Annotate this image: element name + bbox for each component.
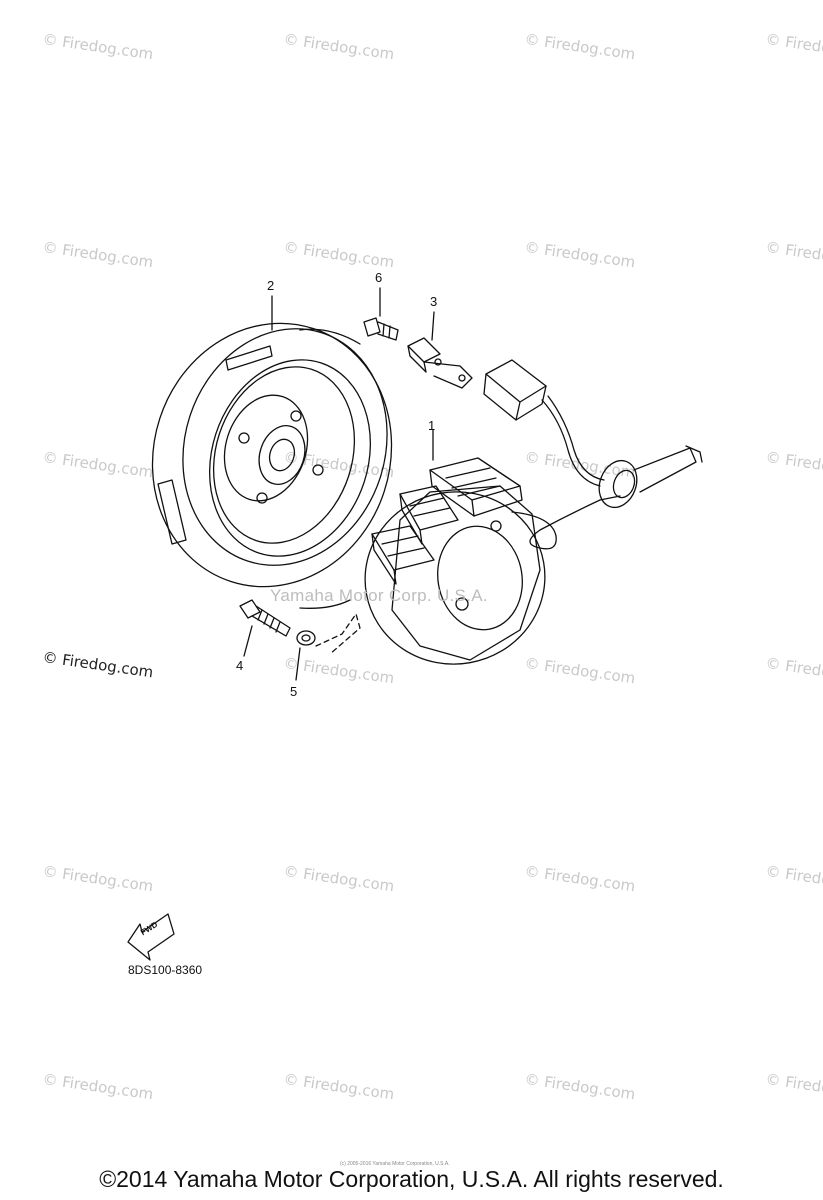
screw-part-4 bbox=[239, 599, 291, 637]
coupler-and-lead-wire bbox=[483, 359, 703, 509]
bolt-part-6 bbox=[363, 317, 399, 341]
washer-part-5 bbox=[296, 630, 316, 646]
fine-print: (c) 2005-2016 Yamaha Motor Corporation, … bbox=[340, 1161, 450, 1167]
callout-number: 5 bbox=[290, 684, 298, 699]
rotor-part-2 bbox=[151, 322, 393, 609]
pickup-coil-part-3 bbox=[407, 337, 473, 389]
callout-number: 4 bbox=[236, 658, 244, 673]
callout-number: 2 bbox=[267, 278, 275, 293]
callout-number: 6 bbox=[375, 270, 383, 285]
diagram-code: 8DS100-8360 bbox=[128, 963, 203, 977]
fwd-arrow-icon bbox=[127, 913, 175, 961]
stator-part-1 bbox=[364, 457, 601, 665]
callout-number: 3 bbox=[430, 294, 438, 309]
callout-number: 1 bbox=[428, 418, 436, 433]
center-watermark: Yamaha Motor Corp. U.S.A. bbox=[270, 586, 488, 605]
copyright-footer: ©2014 Yamaha Motor Corporation, U.S.A. A… bbox=[99, 1166, 724, 1192]
